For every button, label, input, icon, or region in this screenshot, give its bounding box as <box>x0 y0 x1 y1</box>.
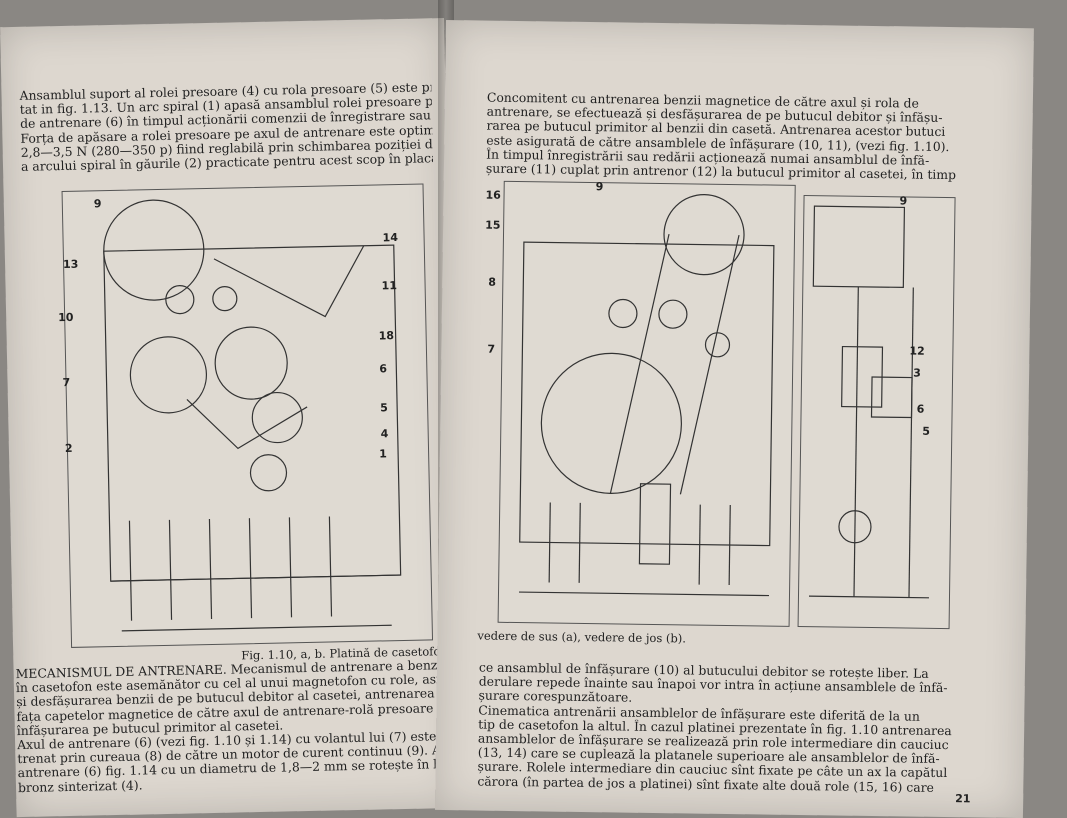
callout-12: 12 <box>909 344 925 358</box>
mechanism-drawing-bottom-view <box>808 205 929 599</box>
callout-7: 7 <box>62 375 71 390</box>
callout-5: 5 <box>380 401 388 415</box>
left-body: MECANISMUL DE ANTRENARE. Mecanismul de a… <box>16 658 447 795</box>
mechanism-drawing-top-view <box>519 194 775 597</box>
callout-11: 11 <box>381 279 398 293</box>
callout-1: 1 <box>378 447 387 461</box>
callout-16: 16 <box>485 188 501 202</box>
callout-4: 4 <box>380 427 389 441</box>
right-top-paragraph: Concomitent cu antrenarea benzii magneti… <box>486 91 987 183</box>
figure-1-10-a <box>61 183 434 648</box>
left-top-paragraph: Ansamblul suport al rolei presoare (4) c… <box>19 80 433 174</box>
callout-5-b: 5 <box>922 424 931 438</box>
callout-15: 15 <box>485 218 501 232</box>
figure-1-10-b-bottom-view <box>797 195 956 630</box>
callout-10: 10 <box>58 310 74 325</box>
page-number: 21 <box>955 792 971 806</box>
callout-8: 8 <box>488 275 497 289</box>
right-page: Concomitent cu antrenarea benzii magneti… <box>434 20 1034 818</box>
figure-1-10-a-top-view <box>497 180 796 627</box>
callout-7-a: 7 <box>487 342 496 356</box>
callout-14: 14 <box>382 231 399 245</box>
figure-caption-right: vedere de sus (a), vedere de jos (b). <box>477 628 687 646</box>
callout-6: 6 <box>379 362 388 376</box>
callout-18: 18 <box>378 329 395 343</box>
callout-3: 3 <box>913 366 921 380</box>
callout-2: 2 <box>64 441 73 456</box>
callout-6-b: 6 <box>916 402 925 416</box>
callout-9-b: 9 <box>899 194 908 208</box>
callout-9: 9 <box>93 197 102 211</box>
right-body: ce ansamblul de înfășurare (10) al butuc… <box>477 661 979 796</box>
left-page: Ansamblul suport al rolei presoare (4) c… <box>0 18 461 818</box>
callout-9-a: 9 <box>595 180 604 194</box>
callout-13: 13 <box>62 257 79 272</box>
mechanism-drawing-a <box>103 199 402 632</box>
